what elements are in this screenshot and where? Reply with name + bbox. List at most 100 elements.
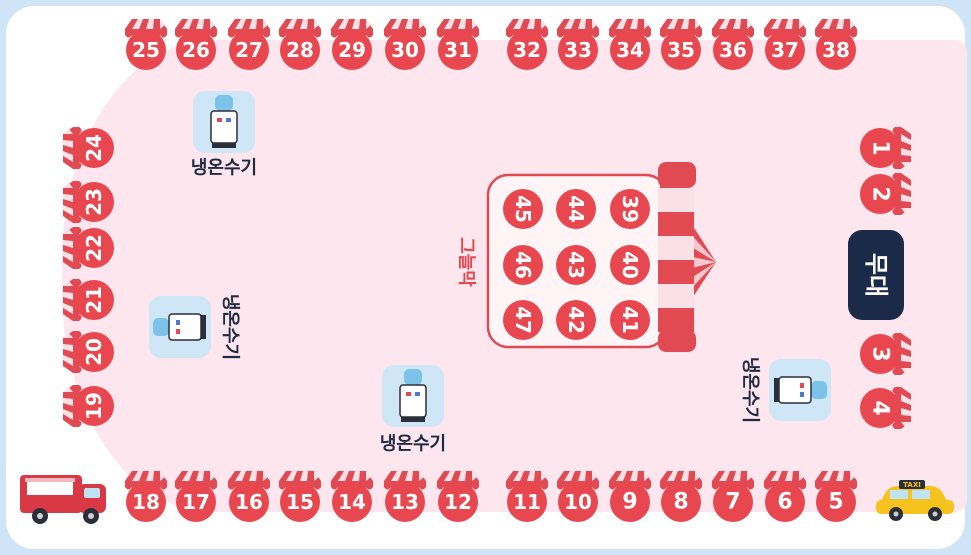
booth-number: 33	[564, 38, 592, 62]
group-shelter-label: 그늘막	[456, 237, 477, 287]
booth-37[interactable]: 37	[764, 19, 806, 70]
booth-47[interactable]: 47	[503, 300, 543, 340]
booth-number: 8	[673, 490, 688, 515]
booth-32[interactable]: 32	[506, 19, 548, 70]
booth-8[interactable]: 8	[660, 471, 702, 522]
booth-33[interactable]: 33	[557, 19, 599, 70]
booth-29[interactable]: 29	[331, 19, 373, 70]
booth-20[interactable]: 20	[63, 331, 114, 373]
booth-18[interactable]: 18	[125, 471, 167, 522]
booth-circle	[503, 189, 543, 229]
booth-circle	[765, 30, 805, 70]
booth-16[interactable]: 16	[228, 471, 270, 522]
booth-circle	[816, 30, 856, 70]
booth-36[interactable]: 36	[712, 19, 754, 70]
booth-circle	[661, 482, 701, 522]
booth-24[interactable]: 24	[63, 127, 114, 169]
booth-circle	[74, 228, 114, 268]
booth-number: 38	[822, 38, 850, 62]
booth-circle	[74, 182, 114, 222]
booth-number: 7	[725, 490, 740, 515]
booth-19[interactable]: 19	[63, 385, 114, 427]
booth-circle	[507, 30, 547, 70]
booth-number: 12	[444, 490, 472, 514]
group-shelter-awning	[658, 162, 716, 352]
booth-11[interactable]: 11	[506, 471, 548, 522]
booth-26[interactable]: 26	[175, 19, 217, 70]
booth-3[interactable]: 3	[860, 333, 911, 375]
booth-38[interactable]: 38	[815, 19, 857, 70]
booth-35[interactable]: 35	[660, 19, 702, 70]
booth-number: 28	[286, 38, 314, 62]
booth-circle	[332, 30, 372, 70]
booth-23[interactable]: 23	[63, 181, 114, 223]
booth-circle	[556, 189, 596, 229]
booth-22[interactable]: 22	[63, 227, 114, 269]
booth-12[interactable]: 12	[437, 471, 479, 522]
booth-41[interactable]: 41	[610, 300, 650, 340]
booth-circle	[385, 482, 425, 522]
booth-number: 14	[338, 490, 366, 514]
booth-number: 19	[82, 392, 106, 420]
booth-14[interactable]: 14	[331, 471, 373, 522]
booth-circle	[280, 30, 320, 70]
booth-circle	[610, 300, 650, 340]
booth-15[interactable]: 15	[279, 471, 321, 522]
booth-44[interactable]: 44	[556, 189, 596, 229]
booth-9[interactable]: 9	[609, 471, 651, 522]
water-dispenser-icon	[149, 296, 211, 358]
booth-number: 35	[667, 38, 695, 62]
booth-28[interactable]: 28	[279, 19, 321, 70]
booth-7[interactable]: 7	[712, 471, 754, 522]
booth-number: 4	[868, 400, 893, 415]
booth-number: 42	[564, 306, 588, 334]
booth-42[interactable]: 42	[556, 300, 596, 340]
booth-circle	[713, 482, 753, 522]
booth-6[interactable]: 6	[764, 471, 806, 522]
booth-circle	[558, 482, 598, 522]
booth-45[interactable]: 45	[503, 189, 543, 229]
booth-circle	[558, 30, 598, 70]
booth-circle	[280, 482, 320, 522]
booth-number: 43	[564, 251, 588, 279]
booth-number: 29	[338, 38, 366, 62]
booth-circle	[765, 482, 805, 522]
booth-27[interactable]: 27	[228, 19, 270, 70]
booth-17[interactable]: 17	[175, 471, 217, 522]
booth-circle	[503, 245, 543, 285]
booth-5[interactable]: 5	[815, 471, 857, 522]
booth-2[interactable]: 2	[860, 173, 911, 215]
booth-number: 39	[618, 195, 642, 223]
booth-30[interactable]: 30	[384, 19, 426, 70]
booth-13[interactable]: 13	[384, 471, 426, 522]
food-truck-icon	[20, 475, 106, 524]
booth-circle	[126, 482, 166, 522]
booth-1[interactable]: 1	[860, 127, 911, 169]
booth-number: 5	[828, 490, 843, 515]
booth-34[interactable]: 34	[609, 19, 651, 70]
booth-number: 40	[618, 251, 642, 279]
booth-10[interactable]: 10	[557, 471, 599, 522]
booth-circle	[860, 174, 900, 214]
booth-circle	[438, 30, 478, 70]
booth-number: 1	[868, 140, 893, 155]
booth-number: 15	[286, 490, 314, 514]
booth-25[interactable]: 25	[125, 19, 167, 70]
booth-31[interactable]: 31	[437, 19, 479, 70]
booth-number: 36	[719, 38, 747, 62]
booth-circle	[74, 128, 114, 168]
booth-circle	[503, 300, 543, 340]
booth-40[interactable]: 40	[610, 245, 650, 285]
booth-circle	[610, 30, 650, 70]
booth-39[interactable]: 39	[610, 189, 650, 229]
booth-number: 20	[82, 338, 106, 366]
booth-46[interactable]: 46	[503, 245, 543, 285]
booth-number: 2	[868, 186, 893, 201]
booth-21[interactable]: 21	[63, 279, 114, 321]
booth-4[interactable]: 4	[860, 387, 911, 429]
booth-43[interactable]: 43	[556, 245, 596, 285]
booth-number: 10	[564, 490, 592, 514]
